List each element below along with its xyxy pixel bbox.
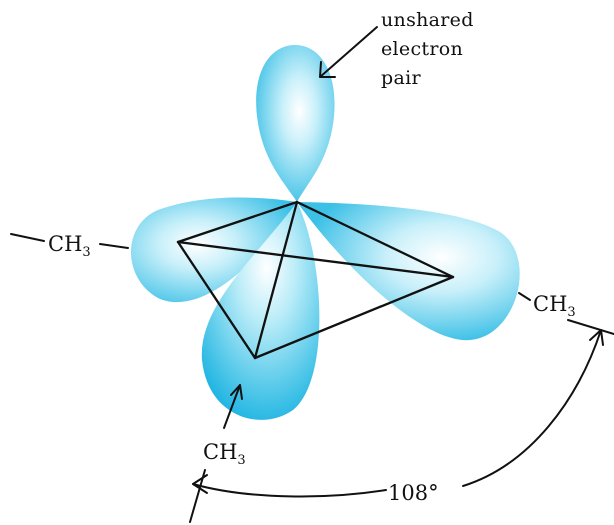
bond-angle-label: 108°	[388, 481, 439, 505]
edge-apex-bottom	[253, 200, 299, 360]
pyramid-skeleton	[176, 200, 455, 360]
angle-arc	[192, 483, 387, 498]
arrows	[189, 26, 614, 523]
bond-lines	[10, 233, 531, 301]
lone-pair-label-line-1: unshared	[381, 9, 474, 31]
lone-pair-arrow-line	[319, 26, 378, 78]
ch3-label-left: CH3	[48, 232, 91, 260]
orbital-lobes	[131, 45, 520, 420]
bond-line-left-inner	[99, 243, 129, 249]
orbital-lobe-left	[131, 197, 297, 303]
lone-pair-arrow-head	[319, 61, 336, 78]
angle-arc-head-left	[192, 474, 208, 494]
edge-bottom-right	[253, 275, 455, 360]
lone-pair-label-line-3: pair	[381, 67, 421, 89]
angle-ref-line-right	[567, 319, 614, 335]
edge-apex-right	[295, 200, 455, 279]
lone-pair-label-line-2: electron	[381, 38, 463, 60]
labels: CH3 CH3 CH3 unshared electron pair 108°	[48, 9, 576, 505]
edge-left-bottom	[176, 240, 257, 360]
ch3-bottom-arrow-head	[230, 384, 243, 400]
angle-arc-upper	[462, 329, 602, 487]
bond-line-right	[518, 292, 531, 301]
orbital-lobe-top	[256, 45, 335, 202]
angle-arc-head-right	[589, 329, 604, 346]
ch3-label-bottom: CH3	[203, 440, 246, 468]
edge-apex-left	[176, 200, 299, 244]
ch3-bottom-arrow-line	[223, 384, 241, 429]
ch3-label-right: CH3	[533, 292, 576, 320]
edge-left-right	[176, 240, 455, 279]
bond-line-left-outer	[10, 233, 45, 242]
